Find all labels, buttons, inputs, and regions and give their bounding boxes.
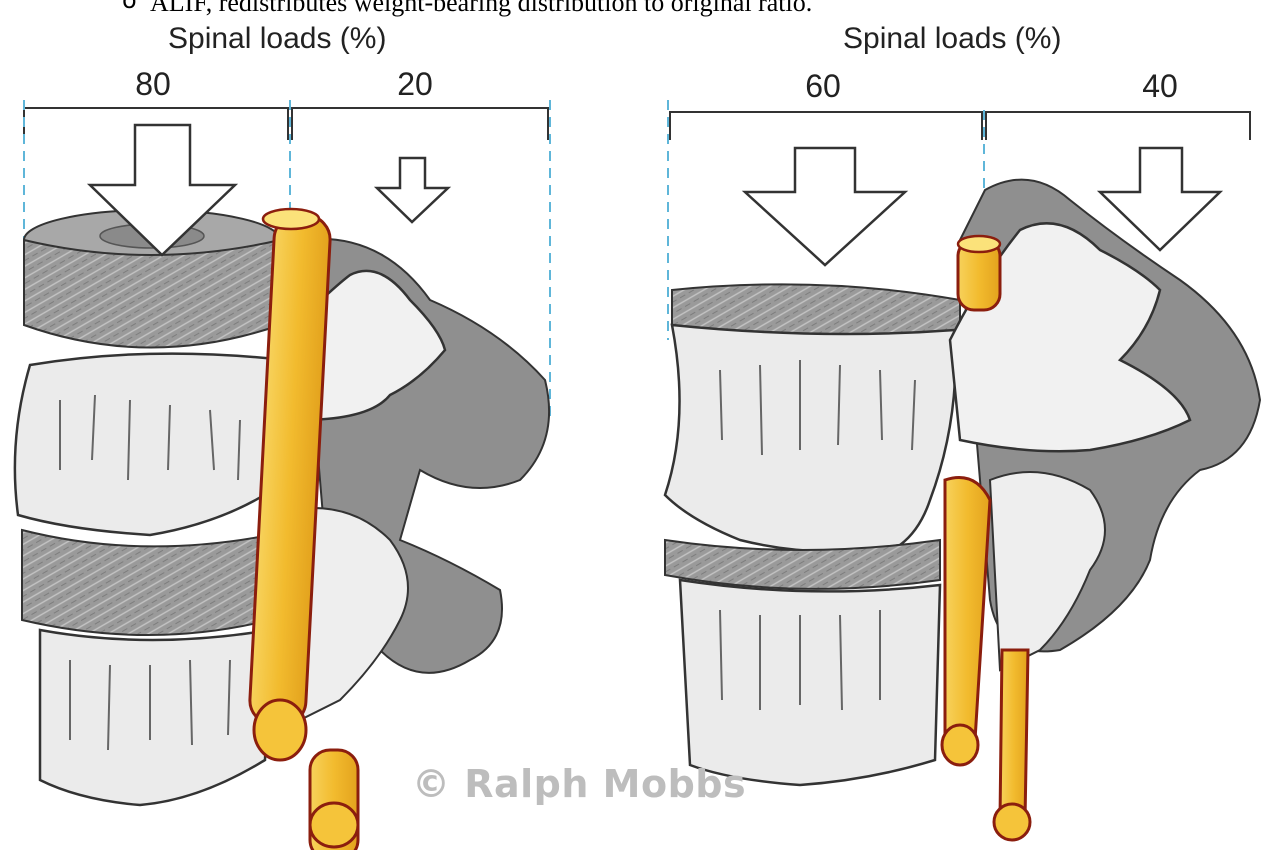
right-posterior-bracket xyxy=(986,112,1250,140)
right-descending-nerve-root xyxy=(945,478,990,756)
left-lower-nerve-end xyxy=(310,803,358,847)
left-panel-title: Spinal loads (%) xyxy=(168,22,386,56)
left-lower-vertebra xyxy=(40,630,270,805)
right-nerve-end xyxy=(942,725,978,765)
left-posterior-load-arrow xyxy=(377,158,448,222)
right-anterior-load-value: 60 xyxy=(783,68,863,105)
right-spine-diagram xyxy=(665,100,1260,840)
right-posterior-load-arrow xyxy=(1100,148,1220,250)
copyright-watermark: © Ralph Mobbs xyxy=(412,762,746,806)
left-lower-disc xyxy=(22,530,270,635)
left-upper-disc xyxy=(24,240,280,348)
right-upper-nerve-cap xyxy=(958,236,1000,252)
left-nerve-end xyxy=(254,700,306,760)
right-posterior-load-value: 40 xyxy=(1120,68,1200,105)
right-lower-nerve-end xyxy=(994,804,1030,840)
left-posterior-load-value: 20 xyxy=(375,66,455,103)
right-anterior-load-arrow xyxy=(745,148,905,265)
left-spine-diagram xyxy=(15,100,550,850)
right-anterior-bracket xyxy=(670,112,982,140)
right-lower-facet xyxy=(990,472,1105,670)
right-lower-vertebra xyxy=(680,580,940,785)
left-posterior-bracket xyxy=(292,108,548,140)
left-upper-vertebra xyxy=(15,354,300,535)
right-panel-title: Spinal loads (%) xyxy=(843,22,1061,56)
left-upper-nerve-cap xyxy=(263,209,319,229)
left-anterior-load-value: 80 xyxy=(113,66,193,103)
